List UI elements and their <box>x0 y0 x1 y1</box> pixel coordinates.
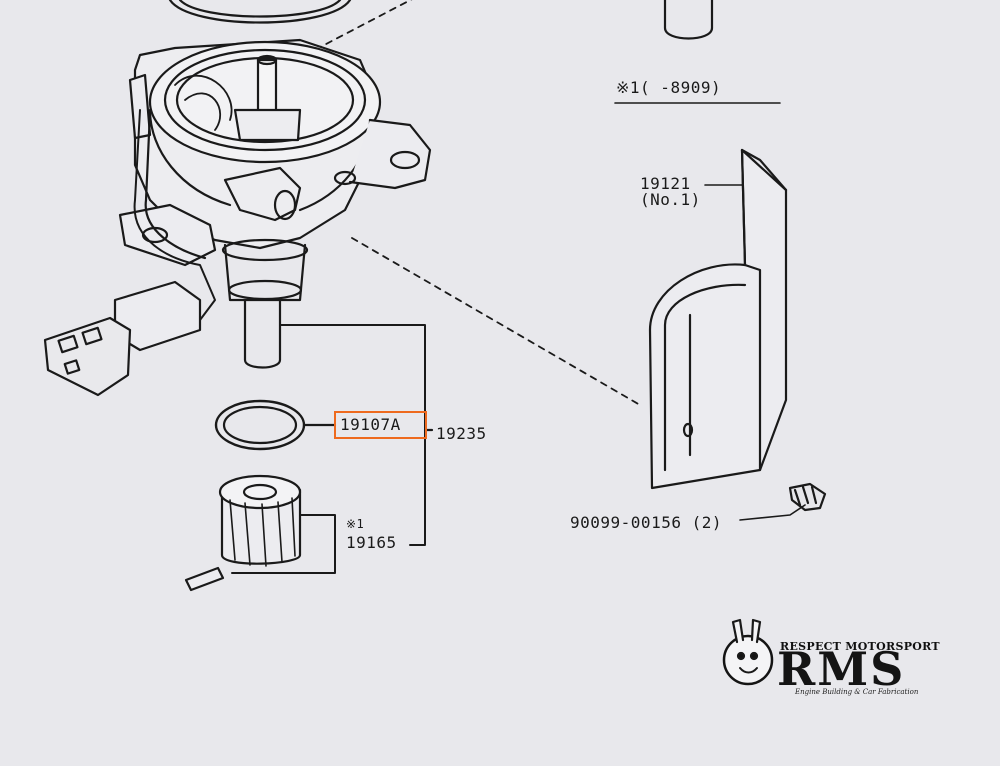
roll-pin <box>184 566 225 592</box>
dashed-leader-shield <box>351 237 641 406</box>
cap-ring <box>168 0 352 24</box>
drive-gear <box>218 474 302 567</box>
screw-part-number[interactable]: 90099-00156 (2) <box>570 513 722 532</box>
brand-subtitle: Engine Building & Car Fabrication <box>795 688 919 696</box>
wiring-harness <box>43 109 216 397</box>
variant-note-label: ※1( -8909) <box>616 78 722 97</box>
shield-part-number[interactable]: 19121 <box>640 174 691 193</box>
gear-part-number[interactable]: 19165 <box>346 533 397 552</box>
screw <box>739 482 827 521</box>
o-ring <box>214 399 306 451</box>
rotor-part <box>663 0 714 40</box>
leader-gear <box>231 514 336 574</box>
dust-shield <box>648 148 788 490</box>
oring-part-number[interactable]: 19107A <box>340 415 401 434</box>
brand-tagline: RESPECT MOTORSPORT <box>780 640 940 653</box>
oring-highlight-box <box>334 411 427 439</box>
brand-logo: RMS <box>777 642 906 696</box>
gear-note-label: ※1 <box>346 517 365 531</box>
assembly-part-number[interactable]: 19235 <box>436 424 487 443</box>
brand-mascot <box>722 618 774 686</box>
shield-sub-label: (No.1) <box>640 190 701 209</box>
distributor-housing <box>118 38 432 369</box>
dashed-leader-top <box>304 0 413 56</box>
